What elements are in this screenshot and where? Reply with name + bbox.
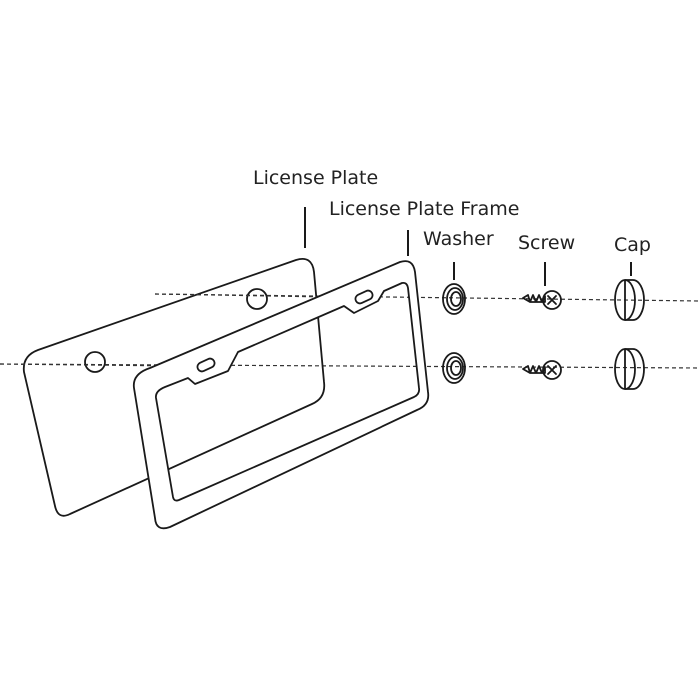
cap-top: [614, 279, 645, 321]
screw-bottom: [522, 360, 562, 380]
license-plate: [22, 257, 326, 517]
cap-bottom-body: [624, 348, 645, 390]
leader-lines: [304, 207, 632, 286]
screw-bottom-head: [542, 360, 562, 380]
label-license-plate-frame: License Plate Frame: [329, 198, 519, 220]
washer-top: [442, 283, 466, 315]
cap-bottom: [614, 348, 645, 390]
bottom-assembly-axis: [0, 363, 700, 369]
washer-bottom: [442, 352, 466, 384]
label-license-plate: License Plate: [253, 167, 378, 189]
license-plate-hole-right: [246, 288, 268, 310]
license-plate-frame-slot-top: [354, 289, 374, 305]
screw-bottom-shaft: [522, 365, 546, 374]
label-cap: Cap: [614, 234, 651, 256]
top-assembly-axis: [154, 293, 700, 302]
assembly-axes: [0, 293, 700, 369]
screw-top-head: [542, 290, 562, 310]
axis-over-plate-top: [154, 293, 331, 298]
cap-top-face: [614, 279, 636, 321]
license-plate-frame-body: [132, 260, 430, 530]
label-screw: Screw: [518, 232, 575, 254]
screw-bottom-cross: [547, 365, 557, 375]
license-plate-hole-left: [84, 351, 106, 373]
screw-top-cross: [547, 295, 557, 305]
license-plate-panel: [22, 257, 326, 517]
axis-over-plate-bottom: [0, 363, 181, 367]
cap-top-body: [624, 279, 645, 321]
license-plate-frame-slot-bottom: [196, 357, 216, 373]
screw-top: [522, 290, 562, 310]
license-plate-frame: [132, 260, 430, 530]
screw-top-shaft: [522, 294, 546, 303]
label-washer: Washer: [423, 228, 494, 250]
cap-bottom-face: [614, 348, 636, 390]
